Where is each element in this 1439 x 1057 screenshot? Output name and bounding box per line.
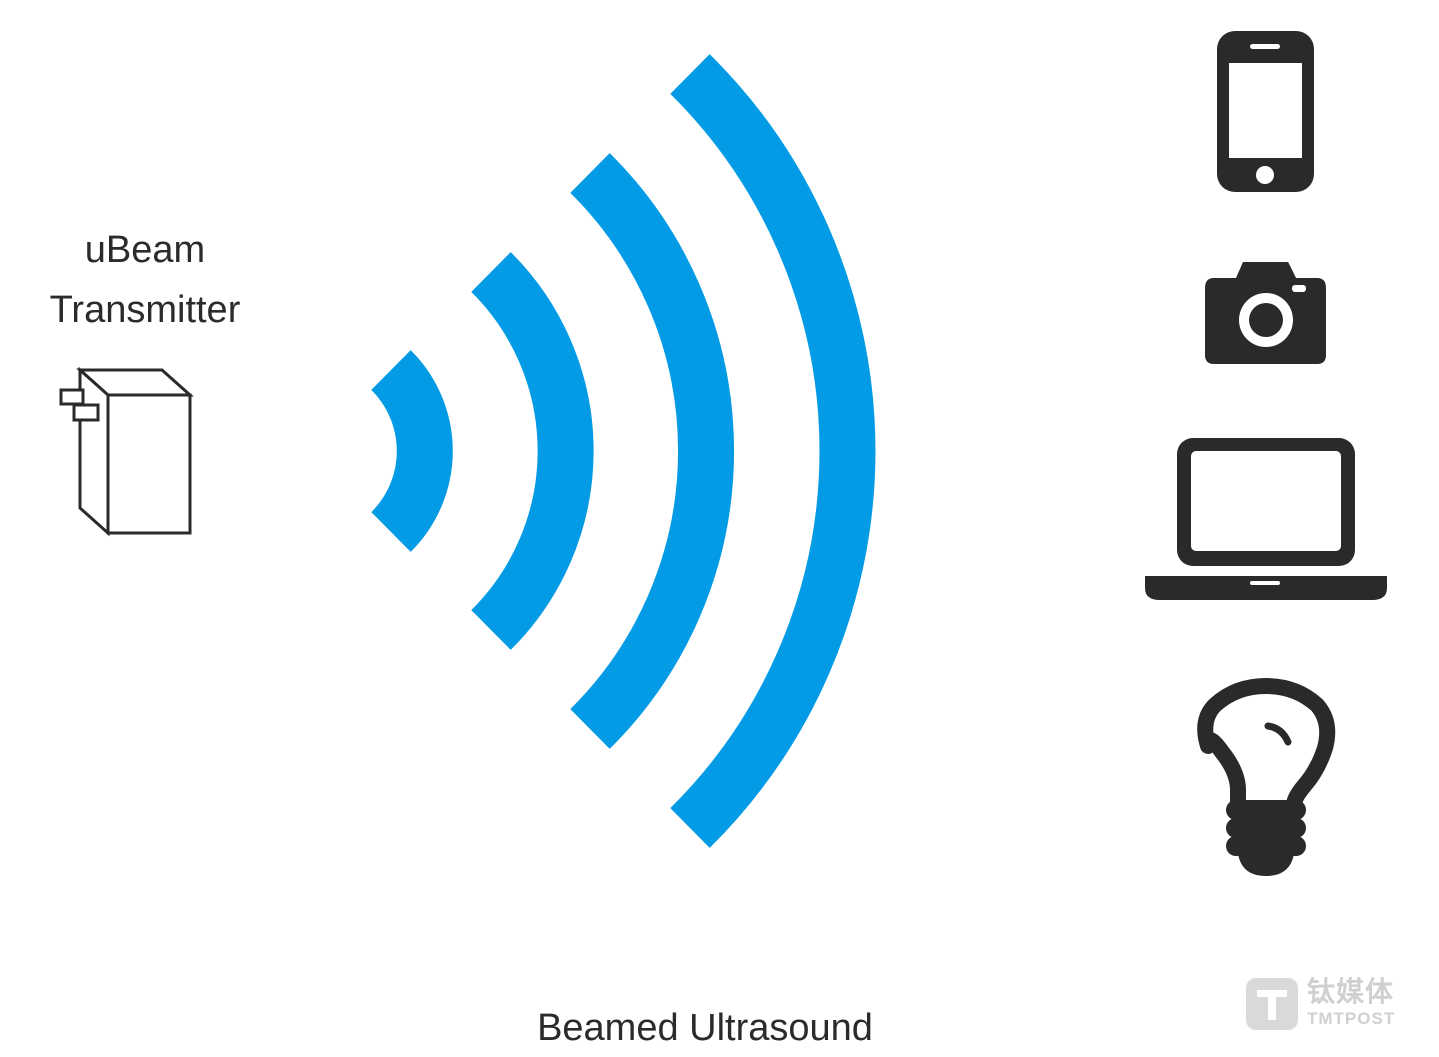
wave-arc-4 (670, 54, 876, 848)
wave-arc-3 (570, 153, 735, 749)
watermark-en-text: TMTPOST (1307, 1009, 1396, 1028)
transmitter-title-line2: Transmitter (49, 289, 241, 331)
tmtpost-watermark: 钛媒体 TMTPOST (1243, 976, 1403, 1032)
laptop-icon (1145, 438, 1387, 600)
camera-icon (1205, 262, 1326, 364)
transmitter-label: uBeam Transmitter (20, 220, 270, 340)
lightbulb-icon (1197, 678, 1336, 806)
smartphone-icon (1217, 31, 1314, 192)
watermark-cn-text: 钛媒体 (1307, 976, 1395, 1007)
tmtpost-logo-icon (1246, 978, 1298, 1030)
diagram-caption: Beamed Ultrasound (537, 1007, 873, 1049)
transmitter-title-line1: uBeam (84, 229, 206, 271)
wave-arc-2 (471, 252, 594, 650)
wave-arc-1 (370, 350, 453, 552)
